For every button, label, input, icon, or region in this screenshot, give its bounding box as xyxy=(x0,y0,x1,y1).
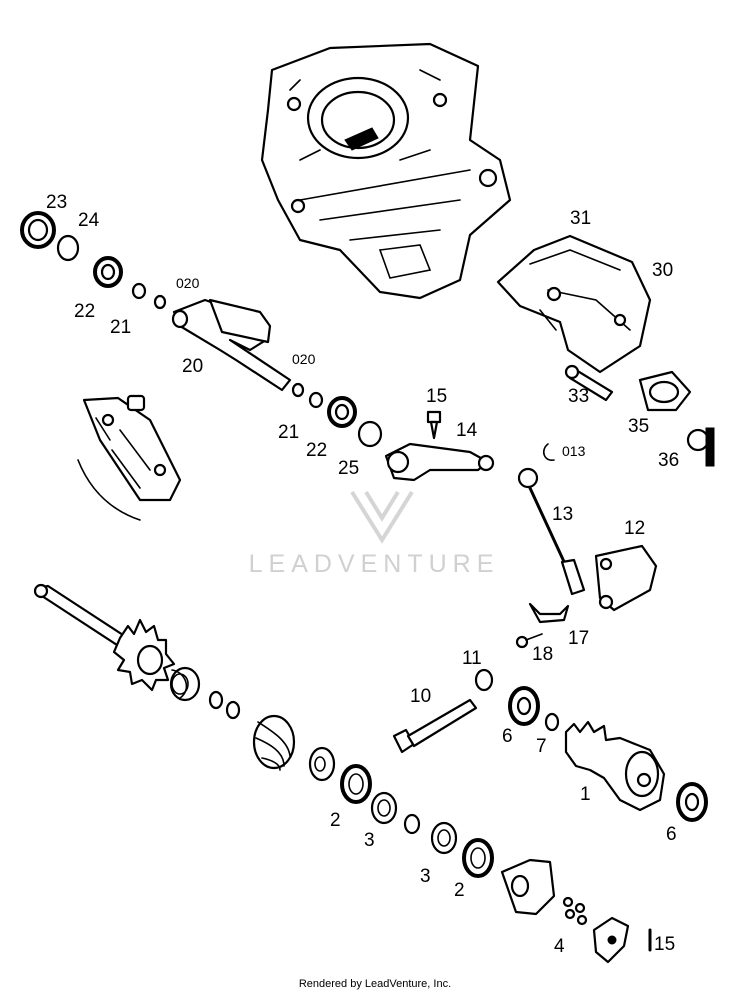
callout-11: 11 xyxy=(462,648,482,669)
callout-labels: 23 24 22 21 020 20 020 21 22 25 15 14 31… xyxy=(46,192,679,957)
callout-22: 22 xyxy=(306,440,327,461)
callout-24: 24 xyxy=(78,210,100,231)
leadventure-watermark: LEADVENTURE xyxy=(249,490,500,578)
cap-35 xyxy=(638,370,692,412)
callout-10: 10 xyxy=(410,686,431,707)
callout-31: 31 xyxy=(570,208,591,229)
spring-left xyxy=(169,666,201,702)
callout-2: 2 xyxy=(454,880,465,901)
callout-20: 20 xyxy=(182,356,203,377)
bracket-12 xyxy=(594,544,658,612)
kickstart-shaft xyxy=(33,583,176,692)
ring-21-left xyxy=(131,282,147,300)
callout-3: 3 xyxy=(364,830,375,851)
callout-013: 013 xyxy=(562,443,586,459)
o-ring-24 xyxy=(56,234,80,262)
callout-2: 2 xyxy=(330,810,341,831)
needle-bearing-2a xyxy=(340,764,372,804)
callout-12: 12 xyxy=(624,518,645,539)
bearing-22-right xyxy=(327,396,357,428)
shaft-20 xyxy=(171,298,292,392)
ring-left-1 xyxy=(208,690,224,710)
clip-17 xyxy=(528,602,570,624)
callout-1: 1 xyxy=(580,784,591,805)
main-spring xyxy=(252,714,296,771)
callout-15: 15 xyxy=(654,934,675,955)
callout-21: 21 xyxy=(110,317,131,338)
callout-15: 15 xyxy=(426,386,447,407)
callout-21: 21 xyxy=(278,422,299,443)
leadventure-logo-icon xyxy=(350,490,414,544)
washer-3b xyxy=(430,821,458,855)
screw-33 xyxy=(564,364,614,402)
ring-7 xyxy=(544,712,560,732)
callout-33: 33 xyxy=(568,386,589,407)
rod-13 xyxy=(517,467,586,596)
ring-middle xyxy=(403,813,421,835)
callout-13: 13 xyxy=(552,504,573,525)
callout-22: 22 xyxy=(74,301,95,322)
washer-plain xyxy=(308,746,336,782)
bolt-36 xyxy=(686,427,715,467)
ring-21-right xyxy=(308,391,324,409)
ring-left-2 xyxy=(225,700,241,720)
render-credit: Rendered by LeadVenture, Inc. xyxy=(298,978,452,990)
star-piece xyxy=(592,916,630,964)
callout-4: 4 xyxy=(554,936,565,957)
callout-14: 14 xyxy=(456,420,478,441)
needle-bearing-2b xyxy=(462,838,494,878)
washer-3a xyxy=(370,791,398,825)
callout-6: 6 xyxy=(666,824,677,845)
callout-35: 35 xyxy=(628,416,649,437)
lever-14 xyxy=(384,442,495,482)
cover-31 xyxy=(496,234,652,374)
callout-6: 6 xyxy=(502,726,513,747)
bearing-6-lower xyxy=(676,782,708,822)
washer-11 xyxy=(474,668,494,692)
hub-bell xyxy=(500,858,556,916)
ring-020-left xyxy=(153,294,167,310)
callout-020: 020 xyxy=(176,275,200,291)
cover-fragment xyxy=(77,394,182,521)
callout-23: 23 xyxy=(46,192,67,213)
bearing-22-left xyxy=(93,256,123,288)
callout-17: 17 xyxy=(568,628,589,649)
screw-18 xyxy=(515,633,543,649)
washer-25 xyxy=(357,420,383,448)
callout-3: 3 xyxy=(420,866,431,887)
bearing-23 xyxy=(20,211,56,249)
callout-36: 36 xyxy=(658,450,679,471)
balls-4 xyxy=(562,896,588,926)
clip-013 xyxy=(542,443,555,461)
cylinder xyxy=(260,42,512,300)
gear-assembly-1 xyxy=(564,720,666,812)
callout-020: 020 xyxy=(292,351,316,367)
callout-18: 18 xyxy=(532,644,553,665)
ring-020-right xyxy=(291,382,305,398)
watermark-brand-text: LEADVENTURE xyxy=(249,550,500,578)
bearing-6-upper xyxy=(508,686,540,726)
callout-7: 7 xyxy=(536,736,547,757)
bolt-15-top xyxy=(426,410,442,440)
bolt-10 xyxy=(392,698,478,754)
callout-25: 25 xyxy=(338,458,359,479)
callout-30: 30 xyxy=(652,260,673,281)
